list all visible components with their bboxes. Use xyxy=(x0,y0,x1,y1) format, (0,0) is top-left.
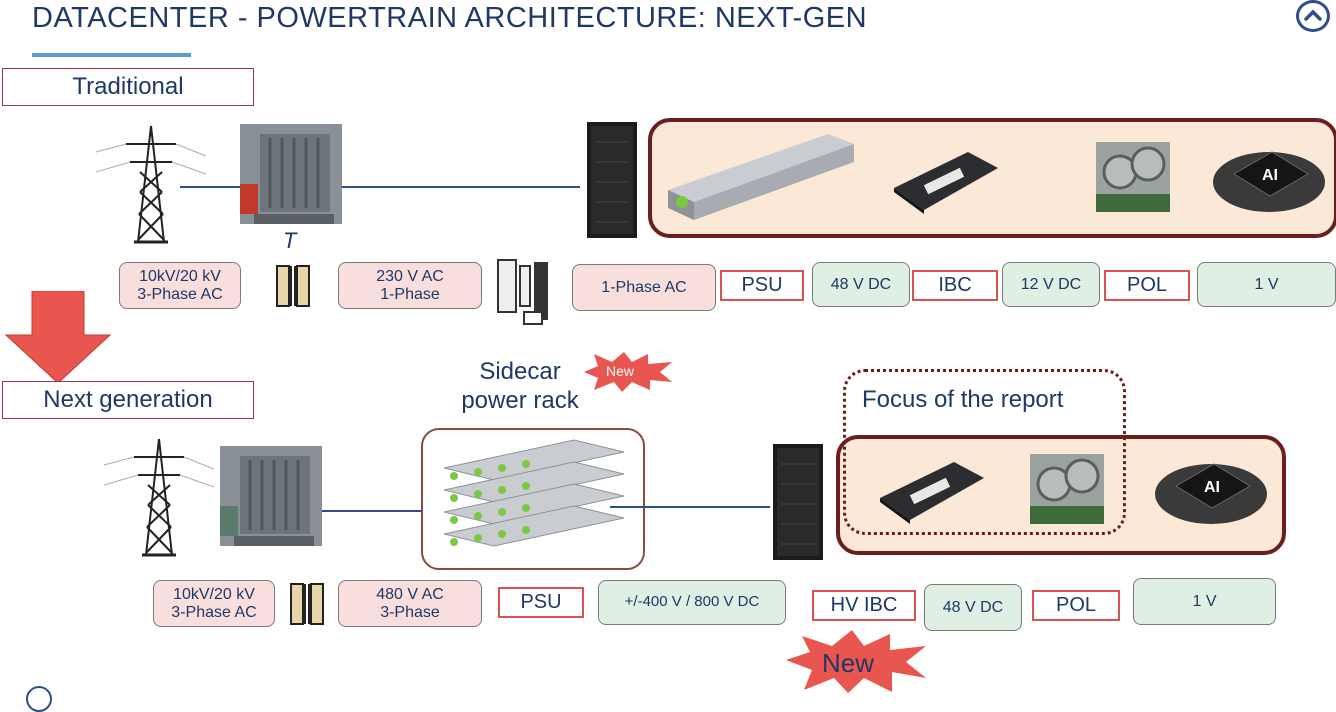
new-badge: New xyxy=(786,630,928,693)
transition-arrow-icon xyxy=(4,291,112,384)
psu-array-icon xyxy=(443,439,625,547)
transformer-symbol-icon xyxy=(290,583,324,625)
ac-feed-box: 480 V AC 3-Phase xyxy=(338,580,482,627)
pol-stage: POL xyxy=(1032,590,1120,621)
chip-label: AI xyxy=(1204,479,1220,496)
power-pylon-icon xyxy=(104,438,214,557)
ibc-module-icon xyxy=(894,152,998,214)
bus-48v-box: 48 V DC xyxy=(812,262,910,307)
transformer-symbol-icon xyxy=(276,265,310,307)
scroll-up-button[interactable] xyxy=(1296,0,1330,32)
page-title: DATACENTER - POWERTRAIN ARCHITECTURE: NE… xyxy=(32,2,868,34)
transformer-mark: T xyxy=(283,228,297,253)
psu-module-icon xyxy=(668,134,854,220)
ac-feed-box: 230 V AC 1-Phase xyxy=(338,262,482,309)
pdu-icon xyxy=(497,259,548,325)
starburst-icon xyxy=(584,352,672,392)
focus-label: Focus of the report xyxy=(862,386,1064,413)
title-underline xyxy=(32,53,191,57)
sidecar-label: Sidecar power rack xyxy=(461,358,579,414)
feed-line xyxy=(610,506,770,508)
hv-ibc-stage: HV IBC xyxy=(812,590,916,621)
chevron-up-icon xyxy=(1304,9,1322,21)
server-rack-icon xyxy=(773,444,823,560)
psu-stage: PSU xyxy=(498,587,584,618)
grid-input-box: 10kV/20 kV 3-Phase AC xyxy=(153,580,275,627)
pol-module-icon xyxy=(1096,142,1170,212)
transformer-icon xyxy=(240,124,342,224)
server-rack-icon xyxy=(587,122,637,238)
traditional-label: Traditional xyxy=(2,68,254,106)
psu-stage: PSU xyxy=(720,270,804,301)
pol-module-icon xyxy=(1030,454,1104,524)
new-badge: New xyxy=(584,352,674,392)
rack-input-box: 1-Phase AC xyxy=(572,264,716,311)
ibc-stage: IBC xyxy=(912,270,998,301)
chip-label: AI xyxy=(1262,167,1278,184)
feed-line xyxy=(342,186,580,188)
feed-line xyxy=(180,186,242,188)
next-generation-label: Next generation xyxy=(2,381,254,419)
core-voltage-box: 1 V xyxy=(1133,578,1276,625)
transformer-icon xyxy=(220,446,322,546)
ai-chip-icon: AI xyxy=(1213,151,1325,212)
bus-12v-box: 12 V DC xyxy=(1002,262,1100,307)
ibc-module-icon xyxy=(880,462,984,524)
grid-input-box: 10kV/20 kV 3-Phase AC xyxy=(119,262,241,309)
bus-48v-box: 48 V DC xyxy=(924,584,1022,631)
power-pylon-icon xyxy=(96,125,206,244)
core-voltage-box: 1 V xyxy=(1197,262,1336,307)
nav-circle-icon[interactable] xyxy=(26,686,52,712)
pol-stage: POL xyxy=(1104,270,1190,301)
ai-chip-icon: AI xyxy=(1155,463,1267,524)
hv-bus-box: +/-400 V / 800 V DC xyxy=(598,580,786,625)
feed-line xyxy=(322,510,422,512)
report-focus-outline xyxy=(843,369,1126,535)
starburst-icon xyxy=(786,630,926,693)
